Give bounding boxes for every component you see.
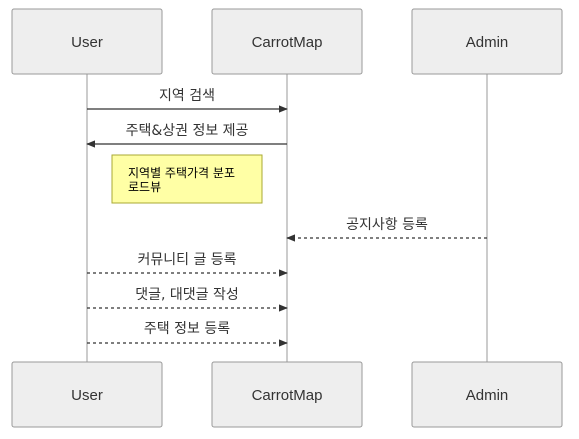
actor-admin-top-label: Admin <box>466 34 509 51</box>
actor-carrotmap-bottom: CarrotMap <box>211 361 363 428</box>
actor-admin-bottom: Admin <box>411 361 563 428</box>
message-1-label: 지역 검색 <box>159 88 215 104</box>
actor-carrotmap-bottom-label: CarrotMap <box>252 387 323 404</box>
message-4-label: 커뮤니티 글 등록 <box>137 252 236 268</box>
actor-carrotmap-top-label: CarrotMap <box>252 34 323 51</box>
actor-admin-top: Admin <box>411 8 563 75</box>
actor-user-bottom: User <box>11 361 163 428</box>
actor-carrotmap-top: CarrotMap <box>211 8 363 75</box>
note: 지역별 주택가격 분포 로드뷰 <box>111 154 263 204</box>
message-6-label: 주택 정보 등록 <box>144 321 230 337</box>
actor-admin-bottom-label: Admin <box>466 387 509 404</box>
message-3-label: 공지사항 등록 <box>346 217 428 233</box>
actor-user-bottom-label: User <box>71 387 103 404</box>
note-line-2: 로드뷰 <box>128 180 161 194</box>
message-5-label: 댓글, 대댓글 작성 <box>135 287 239 303</box>
actor-user-top: User <box>11 8 163 75</box>
actor-user-top-label: User <box>71 34 103 51</box>
note-line-1: 지역별 주택가격 분포 <box>128 166 235 180</box>
message-2-label: 주택&상권 정보 제공 <box>126 123 249 139</box>
